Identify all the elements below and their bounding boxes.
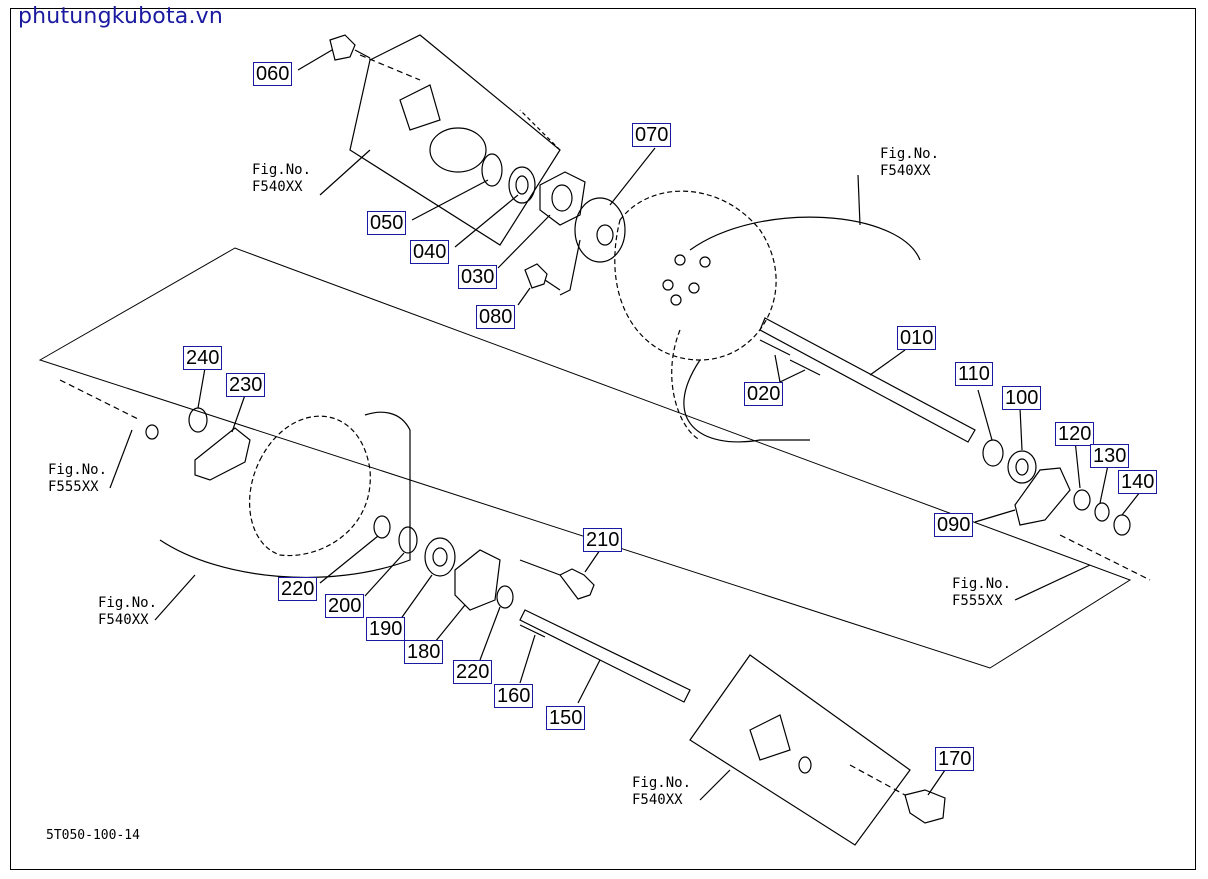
bolt-170 xyxy=(904,789,946,824)
part-label-210: 210 xyxy=(583,528,623,552)
part-label-060: 060 xyxy=(253,62,293,86)
part-label-050: 050 xyxy=(367,211,407,235)
fig-ref-line: Fig.No. xyxy=(952,576,1012,592)
part-label-220: 220 xyxy=(278,577,318,601)
bearing-040 xyxy=(508,166,536,204)
part-label-130: 130 xyxy=(1090,444,1130,468)
part-label-150: 150 xyxy=(546,706,586,730)
diagram-code: 5T050-100-14 xyxy=(46,828,140,843)
washer-120 xyxy=(1073,489,1091,511)
part-label-030: 030 xyxy=(458,265,498,289)
fig-ref-line: Fig.No. xyxy=(98,595,158,611)
part-label-160: 160 xyxy=(494,684,534,708)
fig-ref-number: F540XX xyxy=(880,163,931,179)
part-label-220: 220 xyxy=(453,660,493,684)
fig-ref-bottom: Fig.No. F540XX xyxy=(632,775,691,809)
diagram-frame xyxy=(10,8,1196,870)
bolt-060 xyxy=(329,34,371,61)
bolt-210 xyxy=(559,568,595,600)
bearing-100 xyxy=(1007,450,1037,484)
fig-ref-number: F540XX xyxy=(632,792,683,808)
fig-ref-number: F555XX xyxy=(48,479,99,495)
part-label-110: 110 xyxy=(955,362,993,386)
housing-090 xyxy=(1014,467,1071,526)
left-drum xyxy=(249,415,371,557)
bearing-190 xyxy=(424,537,456,577)
fig-ref-top-right: Fig.No. F540XX xyxy=(880,146,939,180)
flange-180 xyxy=(454,549,501,611)
fig-ref-mid-right: Fig.No. F555XX xyxy=(952,576,1011,610)
part-label-200: 200 xyxy=(325,594,365,618)
fig-ref-line: Fig.No. xyxy=(880,146,940,162)
hub-070 xyxy=(574,197,626,263)
fig-ref-line: Fig.No. xyxy=(252,162,312,178)
fig-ref-top-left: Fig.No. F540XX xyxy=(252,162,311,196)
fig-ref-number: F540XX xyxy=(98,612,149,628)
part-label-090: 090 xyxy=(934,513,974,537)
bolt-080 xyxy=(524,263,561,291)
part-label-040: 040 xyxy=(410,240,450,264)
flange-030 xyxy=(539,171,586,226)
fig-ref-low-left: Fig.No. F540XX xyxy=(98,595,157,629)
fig-ref-number: F555XX xyxy=(952,593,1003,609)
part-label-010: 010 xyxy=(897,326,937,350)
part-label-170: 170 xyxy=(935,747,975,771)
shaft-010 xyxy=(759,317,976,443)
snap-ring-050 xyxy=(481,153,503,187)
part-label-240: 240 xyxy=(183,346,223,370)
part-label-070: 070 xyxy=(632,123,672,147)
site-title: phutungkubota.vn xyxy=(18,4,224,29)
part-label-140: 140 xyxy=(1118,470,1158,494)
housing-230 xyxy=(194,427,251,481)
snap-ring-110 xyxy=(982,439,1004,467)
part-label-230: 230 xyxy=(226,373,266,397)
part-label-120: 120 xyxy=(1055,422,1095,446)
fig-ref-mid-left: Fig.No. F555XX xyxy=(48,462,107,496)
top-mounting-plate xyxy=(349,34,561,246)
part-label-100: 100 xyxy=(1002,386,1042,410)
part-label-080: 080 xyxy=(476,305,516,329)
part-label-020: 020 xyxy=(744,382,784,406)
nut-140 xyxy=(1113,514,1131,536)
ring-220a xyxy=(373,515,391,539)
top-drum xyxy=(614,190,777,361)
ring-220b xyxy=(496,585,514,609)
part-label-190: 190 xyxy=(366,617,406,641)
ring-130 xyxy=(1094,502,1110,522)
part-label-180: 180 xyxy=(404,640,444,664)
shaft-150 xyxy=(519,609,691,703)
snap-ring-200 xyxy=(398,526,418,554)
bottom-mounting-plate xyxy=(689,654,911,846)
fig-ref-line: Fig.No. xyxy=(48,462,108,478)
fig-ref-line: Fig.No. xyxy=(632,775,692,791)
fig-ref-number: F540XX xyxy=(252,179,303,195)
